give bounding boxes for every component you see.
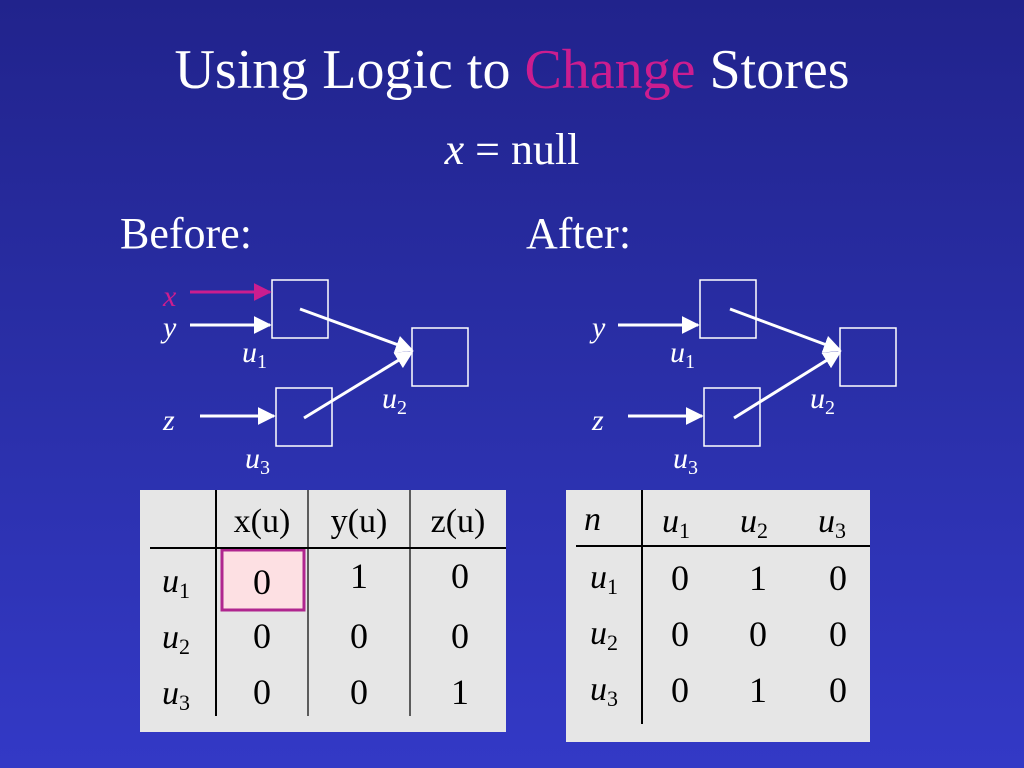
before-table-cell: 0 (350, 672, 368, 712)
before-var-y: y (160, 311, 177, 344)
after-node-u2-label: u2 (810, 382, 835, 419)
after-label: After: (526, 209, 632, 258)
before-table-header-y: y(u) (331, 503, 388, 540)
after-table-cell: 1 (749, 558, 767, 598)
after-table: n u1 u2 u3 u1 u2 u3 0 1 0 0 0 0 0 1 0 (566, 490, 870, 742)
after-u1-to-u2-arrow (729, 307, 842, 353)
before-label: Before: (120, 209, 252, 258)
title-part-1: Using Logic to (174, 39, 525, 101)
before-table-cell: 0 (451, 616, 469, 656)
before-table-row-label-1: u1 (162, 563, 190, 603)
after-table-cell: 1 (749, 670, 767, 710)
after-table-cell: 0 (671, 614, 689, 654)
after-table-grid: n u1 u2 u3 u1 u2 u3 0 1 0 0 0 0 0 1 0 (576, 490, 870, 724)
after-table-corner: n (584, 501, 601, 538)
after-u3-to-u2-arrow (733, 350, 842, 420)
after-node-u1-label: u1 (670, 336, 695, 373)
slide-title: Using Logic to Change Stores (0, 38, 1024, 102)
before-table-header-x: x(u) (234, 503, 291, 540)
before-table-cell: 1 (350, 556, 368, 596)
before-table-cell: 0 (451, 556, 469, 596)
after-table-header-u3: u3 (818, 503, 846, 543)
before-table-cell: 0 (253, 562, 271, 602)
after-var-y: y (589, 311, 606, 344)
after-graph: y z u1 u2 u3 (589, 279, 897, 479)
before-table: x(u) y(u) z(u) u1 u2 u3 0 1 0 0 0 0 0 0 … (140, 490, 506, 732)
statement-variable: x (444, 125, 465, 174)
before-node-u3-box (275, 387, 333, 447)
after-var-z: z (591, 404, 604, 437)
after-table-cell: 0 (829, 670, 847, 710)
before-u1-to-u2-arrow (299, 307, 414, 353)
before-node-u2-box (411, 327, 469, 387)
before-u3-to-u2-arrow (303, 350, 414, 420)
after-table-header-u2: u2 (740, 503, 768, 543)
before-node-u1-box (271, 279, 329, 339)
after-table-cell: 0 (671, 558, 689, 598)
before-node-u2-label: u2 (382, 382, 407, 419)
after-node-u1-box (699, 279, 757, 339)
after-node-u2-box (839, 327, 897, 387)
after-table-cell: 0 (829, 614, 847, 654)
statement-rest: = null (464, 125, 580, 174)
title-part-2: Stores (695, 39, 850, 101)
before-table-row-label-3: u3 (162, 675, 190, 715)
after-table-row-label-2: u2 (590, 615, 618, 655)
after-table-cell: 0 (671, 670, 689, 710)
after-table-cell: 0 (749, 614, 767, 654)
after-node-u3-box (703, 387, 761, 447)
before-table-highlight (220, 548, 306, 612)
before-table-cell: 0 (253, 672, 271, 712)
before-var-x: x (162, 280, 177, 313)
store-diagrams: x y z u1 u2 u3 y z u1 u2 u3 (160, 279, 897, 479)
before-table-cell: 1 (451, 672, 469, 712)
before-table-grid: x(u) y(u) z(u) u1 u2 u3 0 1 0 0 0 0 0 0 … (150, 490, 506, 716)
before-table-row-label-2: u2 (162, 619, 190, 659)
after-table-cell: 0 (829, 558, 847, 598)
before-graph: x y z u1 u2 u3 (160, 279, 469, 479)
after-table-row-label-1: u1 (590, 559, 618, 599)
after-node-u3-label: u3 (673, 442, 698, 479)
before-node-u1-label: u1 (242, 336, 267, 373)
after-table-header-u1: u1 (662, 503, 690, 543)
before-node-u3-label: u3 (245, 442, 270, 479)
title-accent-word: Change (524, 39, 696, 101)
statement: x = null (0, 124, 1024, 176)
before-table-header-z: z(u) (431, 503, 486, 540)
before-var-z: z (162, 404, 175, 437)
before-table-cell: 0 (253, 616, 271, 656)
after-table-row-label-3: u3 (590, 671, 618, 711)
before-table-cell: 0 (350, 616, 368, 656)
